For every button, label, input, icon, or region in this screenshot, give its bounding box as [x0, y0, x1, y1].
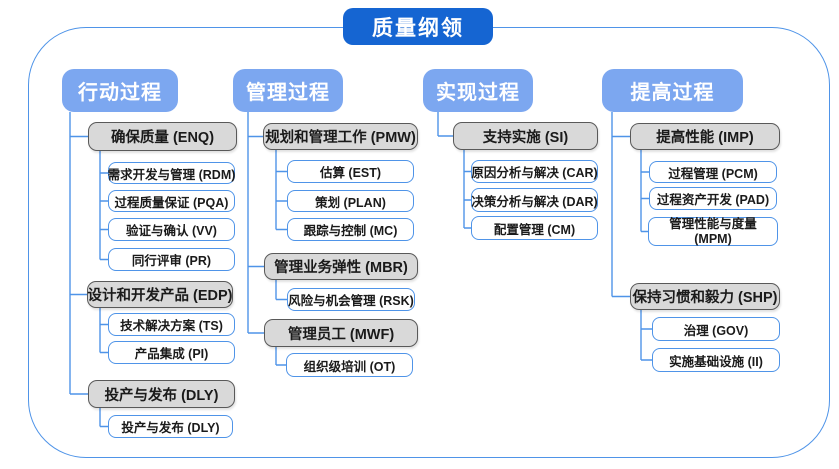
node-imp: 提高性能 (IMP) — [630, 123, 780, 150]
node-cm: 配置管理 (CM) — [471, 216, 598, 240]
node-ts: 技术解决方案 (TS) — [108, 313, 235, 336]
node-pcm: 过程管理 (PCM) — [649, 161, 777, 183]
node-pr: 同行评审 (PR) — [108, 248, 235, 271]
column-header-improvement-process: 提高过程 — [602, 69, 743, 112]
node-est: 估算 (EST) — [287, 160, 414, 183]
column-header-management-process: 管理过程 — [233, 69, 343, 112]
node-shp: 保持习惯和毅力 (SHP) — [630, 283, 780, 310]
node-dly-sub: 投产与发布 (DLY) — [108, 415, 233, 438]
node-ii: 实施基础设施 (II) — [652, 348, 780, 372]
node-enq: 确保质量 (ENQ) — [88, 122, 237, 151]
node-rsk: 风险与机会管理 (RSK) — [287, 288, 415, 311]
node-pi: 产品集成 (PI) — [108, 341, 235, 364]
node-rdm: 需求开发与管理 (RDM) — [108, 162, 235, 184]
node-dar: 决策分析与解决 (DAR) — [471, 188, 598, 212]
node-pad: 过程资产开发 (PAD) — [649, 187, 777, 210]
node-mbr: 管理业务弹性 (MBR) — [264, 253, 418, 280]
column-header-implementation-process: 实现过程 — [423, 69, 533, 112]
node-mwf: 管理员工 (MWF) — [264, 319, 418, 347]
node-dly: 投产与发布 (DLY) — [88, 380, 235, 408]
node-vv: 验证与确认 (VV) — [108, 218, 235, 241]
node-edp: 设计和开发产品 (EDP) — [87, 281, 233, 308]
column-header-action-process: 行动过程 — [62, 69, 178, 112]
node-ot: 组织级培训 (OT) — [286, 353, 413, 377]
node-pqa: 过程质量保证 (PQA) — [108, 190, 235, 212]
node-si: 支持实施 (SI) — [453, 122, 598, 150]
node-pmw: 规划和管理工作 (PMW) — [263, 123, 418, 150]
node-mpm: 管理性能与度量 (MPM) — [648, 217, 778, 246]
diagram-title: 质量纲领 — [343, 8, 493, 45]
node-plan: 策划 (PLAN) — [287, 190, 414, 212]
node-mc: 跟踪与控制 (MC) — [287, 218, 414, 241]
node-gov: 治理 (GOV) — [652, 317, 780, 341]
node-car: 原因分析与解决 (CAR) — [471, 160, 598, 183]
